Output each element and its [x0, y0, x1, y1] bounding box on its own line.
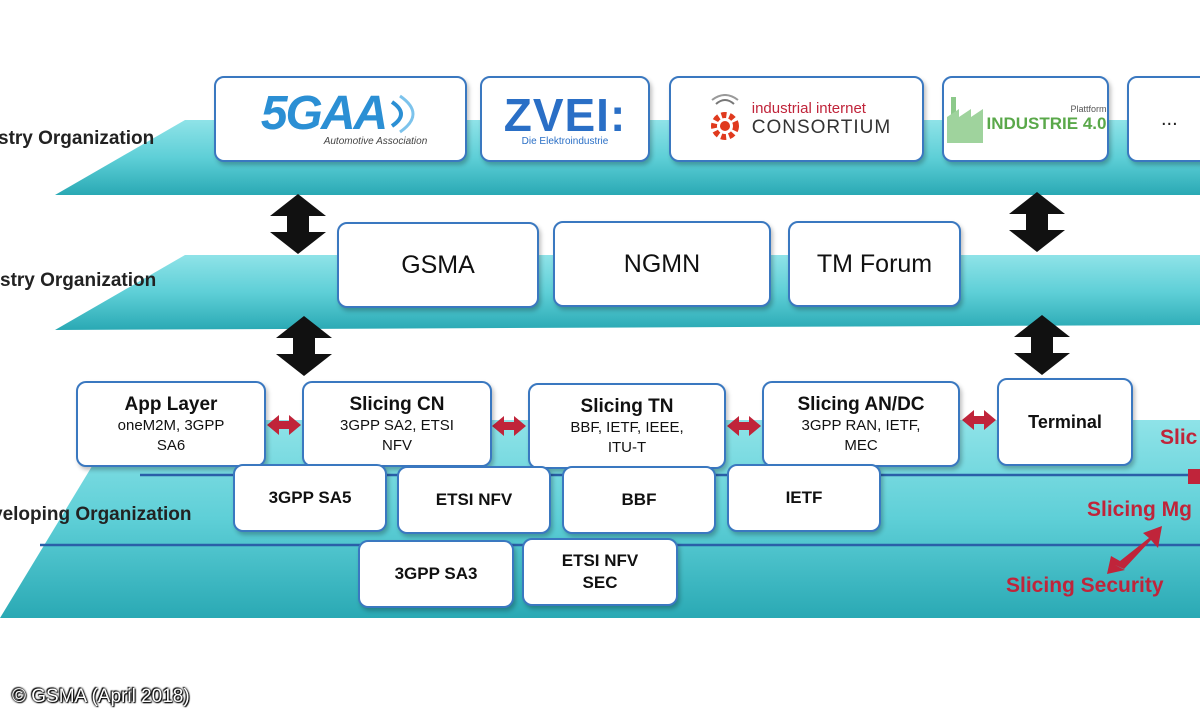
slicing-app-sub-2: SA6: [156, 436, 186, 454]
sdo-3gpp-sa3-label: 3GPP SA3: [394, 564, 478, 583]
sdo-ietf-label: IETF: [785, 488, 823, 507]
industrie40-name: INDUSTRIE 4.0: [986, 114, 1107, 133]
sdo-3gpp-sa3: 3GPP SA3: [358, 540, 514, 608]
vertical-arrow-right-top: [1009, 192, 1065, 252]
slicing-terminal: Terminal: [997, 378, 1133, 466]
slicing-an-dc: Slicing AN/DC 3GPP RAN, IETF, MEC: [762, 381, 960, 467]
5gaa-logo: 5GAA: [260, 86, 388, 140]
ngmn-label: NGMN: [623, 249, 701, 278]
more-ellipsis: ...: [1161, 107, 1178, 130]
slicing-cn-sub-2: NFV: [382, 436, 412, 454]
zvei-logo: ZVEI:: [503, 88, 627, 141]
terminal-title: Terminal: [1028, 411, 1102, 432]
slicing-tn-sub-2: ITU-T: [607, 438, 647, 456]
label-slicing-mgmt: Slicing Mg: [1087, 498, 1192, 521]
sdo-3gpp-sa5-label: 3GPP SA5: [268, 488, 352, 507]
sdo-ietf: IETF: [727, 464, 881, 532]
sdo-etsi-nfv-sec-label: ETSI NFV SEC: [561, 551, 639, 592]
org-iic: industrial internet CONSORTIUM: [669, 76, 924, 162]
label-slicing-security: Slicing Security: [1006, 574, 1164, 597]
sdo-etsi-nfv-sec: ETSI NFV SEC: [522, 538, 678, 606]
slicing-app-sub-1: oneM2M, 3GPP: [117, 416, 225, 434]
red-arrow-diagonal: [1107, 526, 1162, 574]
vertical-arrow-left-top: [270, 194, 326, 254]
org-5gaa: 5GAA Automotive Association: [214, 76, 467, 162]
slicing-tn-title: Slicing TN: [580, 395, 674, 417]
org-more: ...: [1127, 76, 1200, 162]
slicing-app-title: App Layer: [124, 393, 218, 415]
slicing-cn-title: Slicing CN: [349, 393, 445, 415]
org-gsma: GSMA: [337, 222, 539, 308]
sdo-etsi-nfv: ETSI NFV: [397, 466, 551, 534]
5gaa-subtitle: Automotive Association: [323, 135, 428, 147]
red-arrow-slic: [1188, 469, 1200, 484]
slicing-tn: Slicing TN BBF, IETF, IEEE, ITU-T: [528, 383, 726, 469]
slicing-an-sub-2: MEC: [844, 436, 878, 454]
zvei-subtitle: Die Elektroindustrie: [521, 135, 609, 147]
sdo-bbf-label: BBF: [621, 490, 657, 509]
org-industrie40: Plattform INDUSTRIE 4.0: [942, 76, 1109, 162]
level-label-top: stry Organization: [0, 128, 155, 149]
level-label-middle: stry Organization: [0, 270, 157, 291]
level-label-bottom: veloping Organization: [0, 504, 192, 525]
org-ngmn: NGMN: [553, 221, 771, 307]
slicing-cn-sub-1: 3GPP SA2, ETSI: [340, 416, 454, 434]
copyright-notice: © GSMA (April 2018): [12, 686, 190, 707]
org-tmforum: TM Forum: [788, 221, 961, 307]
sdo-3gpp-sa5: 3GPP SA5: [233, 464, 387, 532]
slicing-app-layer: App Layer oneM2M, 3GPP SA6: [76, 381, 266, 467]
iic-line2: CONSORTIUM: [751, 116, 892, 138]
gsma-label: GSMA: [401, 250, 475, 279]
slicing-tn-sub-1: BBF, IETF, IEEE,: [570, 418, 684, 436]
slicing-an-sub-1: 3GPP RAN, IETF,: [801, 416, 921, 434]
sdo-bbf: BBF: [562, 466, 716, 534]
slicing-an-title: Slicing AN/DC: [797, 393, 925, 415]
sdo-etsi-nfv-label: ETSI NFV: [435, 490, 513, 509]
slicing-cn: Slicing CN 3GPP SA2, ETSI NFV: [302, 381, 492, 467]
label-slic: Slic: [1160, 426, 1198, 449]
iic-line1: industrial internet: [751, 99, 866, 117]
gear-icon: [710, 94, 739, 140]
factory-icon: [946, 97, 983, 143]
tmforum-label: TM Forum: [816, 249, 933, 278]
industrie40-small: Plattform: [1070, 104, 1107, 114]
signal-icon: [390, 94, 415, 133]
org-zvei: ZVEI: Die Elektroindustrie: [480, 76, 650, 162]
